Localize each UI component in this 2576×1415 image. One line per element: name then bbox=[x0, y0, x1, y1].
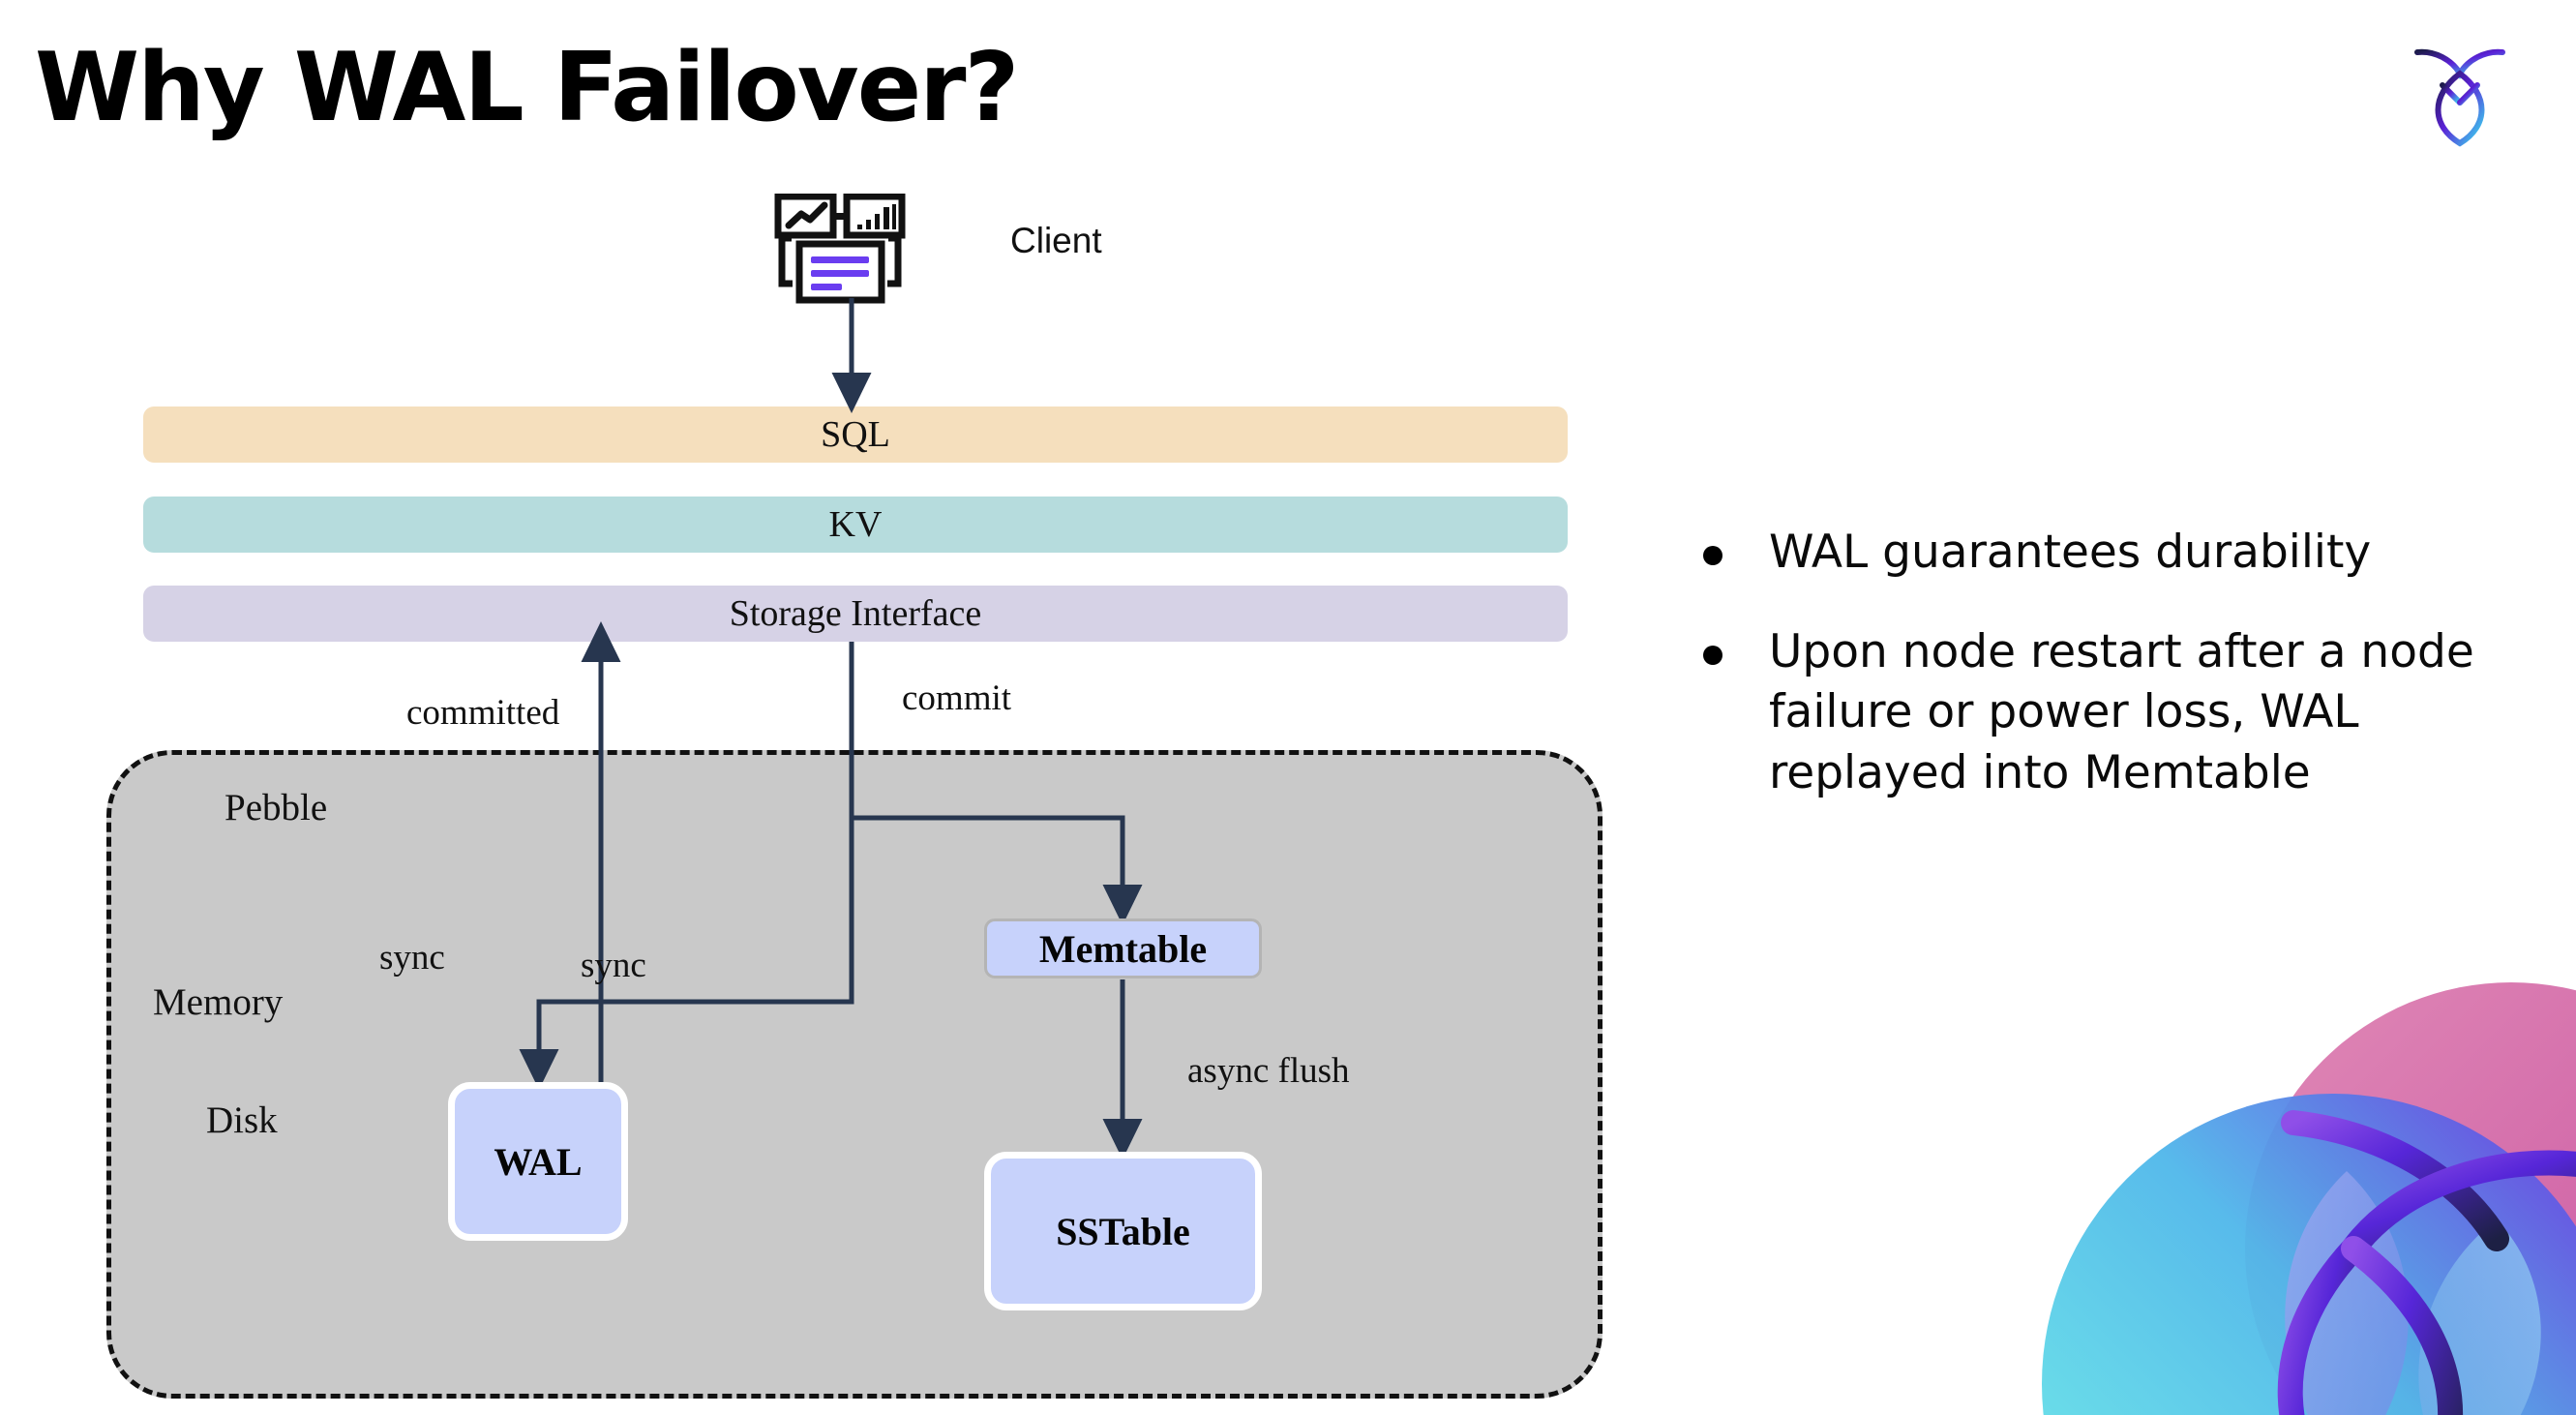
bullet-dot-icon bbox=[1703, 645, 1722, 665]
node-sstable-label: SSTable bbox=[1056, 1209, 1190, 1253]
layer-bar-kv-label: KV bbox=[828, 504, 883, 545]
edge-label-commit: commit bbox=[902, 678, 1012, 718]
pebble-label: Pebble bbox=[225, 787, 328, 828]
disk-label: Disk bbox=[206, 1099, 278, 1141]
node-memtable-label: Memtable bbox=[1038, 926, 1208, 971]
bullet-text: Upon node restart after a node failure o… bbox=[1769, 624, 2474, 799]
node-memtable: Memtable bbox=[984, 918, 1262, 978]
brand-circles-motif bbox=[1974, 929, 2576, 1415]
cockroachdb-logo bbox=[2406, 35, 2514, 149]
bullet-dot-icon bbox=[1703, 546, 1722, 565]
memory-label: Memory bbox=[153, 981, 284, 1023]
client-label: Client bbox=[1010, 221, 1102, 260]
client-dashboard-icon bbox=[774, 193, 929, 310]
edge-label-committed: committed bbox=[406, 693, 560, 733]
layer-bar-storage-interface: Storage Interface bbox=[143, 586, 1568, 642]
list-item: Upon node restart after a node failure o… bbox=[1703, 622, 2516, 804]
edge-label-sync-memtable: sync bbox=[581, 946, 646, 985]
layer-bar-storage-interface-label: Storage Interface bbox=[729, 593, 982, 634]
pebble-container bbox=[106, 750, 1603, 1399]
bullet-text: WAL guarantees durability bbox=[1769, 526, 2372, 579]
node-wal: WAL bbox=[448, 1082, 628, 1241]
layer-bar-sql-label: SQL bbox=[821, 414, 890, 455]
edge-label-sync-storage: sync bbox=[379, 938, 445, 978]
node-sstable: SSTable bbox=[984, 1152, 1262, 1310]
page-title: Why WAL Failover? bbox=[35, 33, 1019, 143]
bullet-list: WAL guarantees durability Upon node rest… bbox=[1703, 523, 2516, 842]
edge-label-async-flush: async flush bbox=[1187, 1051, 1350, 1091]
layer-bar-sql: SQL bbox=[143, 406, 1568, 463]
list-item: WAL guarantees durability bbox=[1703, 523, 2516, 584]
node-wal-label: WAL bbox=[494, 1139, 583, 1184]
layer-bar-kv: KV bbox=[143, 497, 1568, 553]
